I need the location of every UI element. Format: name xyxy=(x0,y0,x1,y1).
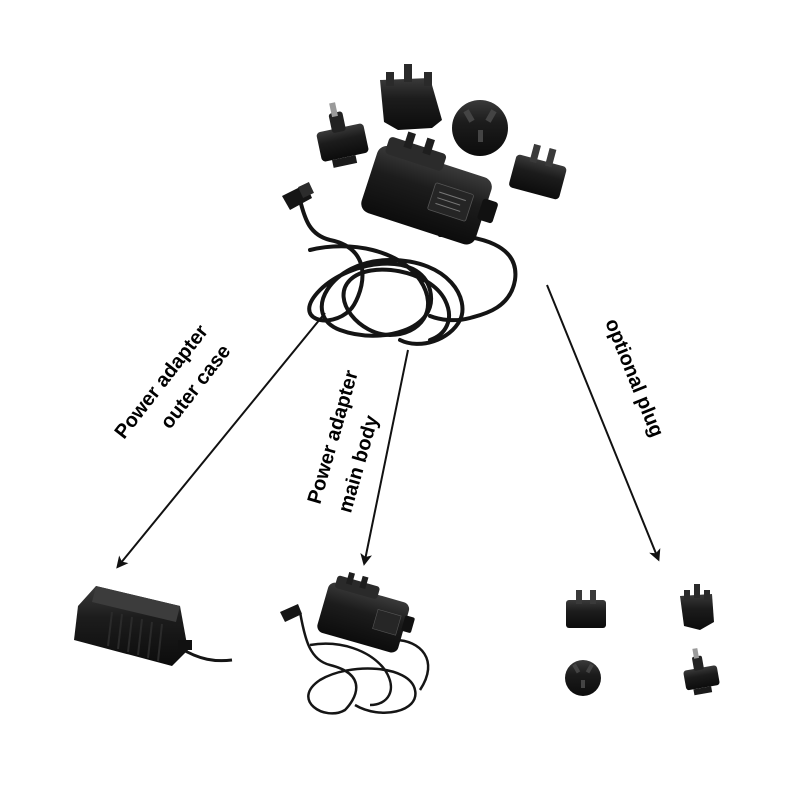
label-optional-plug: optional plug xyxy=(600,316,667,441)
plug-au xyxy=(565,660,601,696)
uk-plug xyxy=(380,64,442,130)
adapter-body xyxy=(361,131,498,245)
adapter-main-with-cable xyxy=(282,131,518,346)
us-plug xyxy=(509,143,567,200)
label-main-body: Power adapter main body xyxy=(304,362,395,515)
arrow-outer-case xyxy=(116,312,326,569)
plug-eu xyxy=(683,648,720,696)
plug-us xyxy=(566,590,606,628)
arrow-main-body xyxy=(360,349,409,566)
dc-jack xyxy=(282,182,314,210)
eu-plug xyxy=(316,102,369,168)
au-plug xyxy=(452,100,508,156)
plug-uk xyxy=(680,584,714,630)
arrow-optional-plug xyxy=(546,284,661,562)
outer-case xyxy=(74,586,233,666)
main-body xyxy=(280,571,430,715)
